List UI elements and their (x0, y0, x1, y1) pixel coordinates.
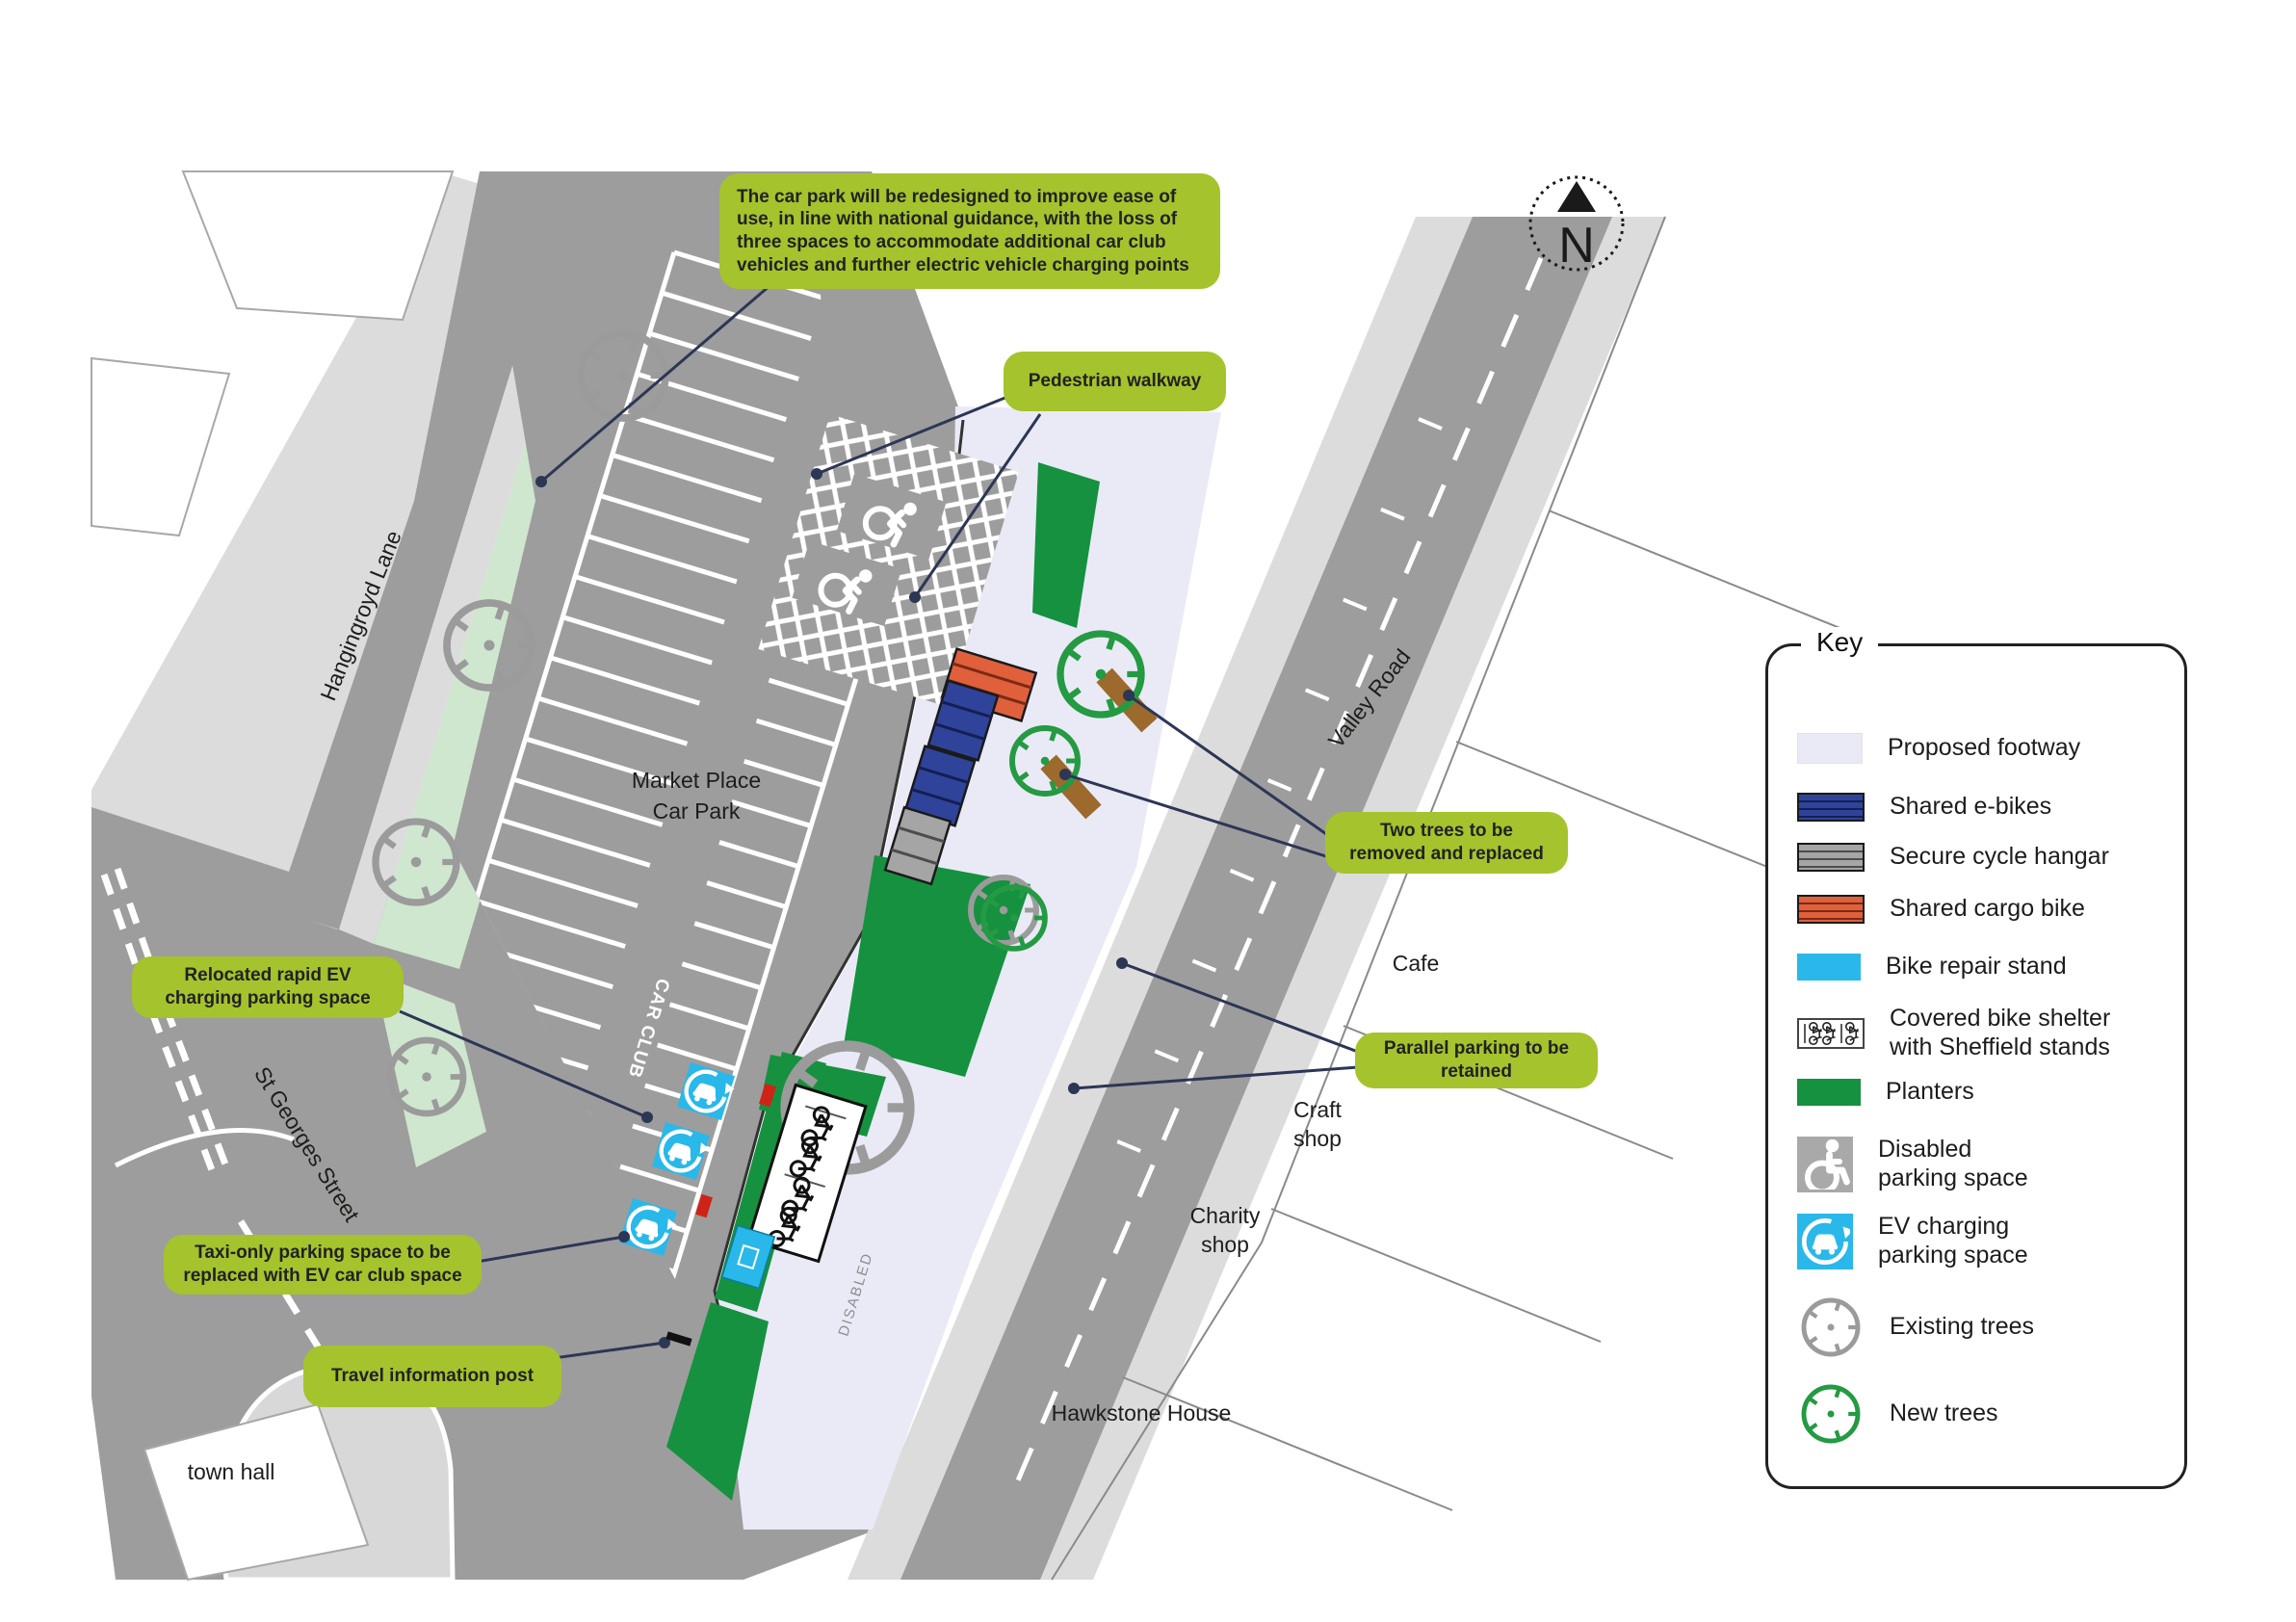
new-tree-icon (1797, 1380, 1865, 1448)
callout-travel-info: Travel information post (303, 1346, 561, 1407)
label-craft-shop-2: shop (1293, 1126, 1342, 1151)
grass-verge-south (374, 973, 486, 1167)
north-arrow-icon (1557, 181, 1596, 212)
bike-shelter-icon (1797, 1017, 1865, 1049)
existing-tree-icon (1797, 1294, 1865, 1361)
key-item-covered-bike-shelter: Covered bike shelter with Sheffield stan… (1797, 1005, 2146, 1061)
key-title: Key (1801, 627, 1879, 658)
callout-redesign: The car park will be redesigned to impro… (719, 173, 1220, 289)
disabled-parking-area (758, 414, 1020, 707)
key-item-secure-cycle-hangar: Secure cycle hangar (1797, 843, 2109, 872)
key-item-new-trees: New trees (1797, 1380, 1998, 1448)
callout-pedestrian-walkway: Pedestrian walkway (1004, 352, 1226, 411)
bike-repair-stand-unit (720, 1224, 776, 1290)
ebike-swatch-icon (1797, 793, 1865, 822)
callout-relocated-ev: Relocated rapid EV charging parking spac… (132, 956, 404, 1018)
key-item-existing-trees: Existing trees (1797, 1294, 2034, 1361)
key-item-shared-cargo-bike: Shared cargo bike (1797, 895, 2085, 924)
shared-ebike-unit (926, 679, 1000, 762)
label-craft-shop-1: Craft (1293, 1097, 1342, 1122)
label-market-place-1: Market Place (632, 768, 761, 793)
label-charity-shop-1: Charity (1190, 1203, 1261, 1228)
north-arrow: N (1528, 175, 1625, 274)
north-arrow-label: N (1558, 218, 1595, 274)
leader-dots (535, 468, 1135, 1348)
callout-taxi-only: Taxi-only parking space to be replaced w… (164, 1235, 482, 1295)
hangingroyd-lane-road (91, 171, 589, 949)
key-panel: Key Proposed footway Shared e-bikes Secu… (1765, 627, 2187, 1489)
key-item-disabled-parking: Disabled parking space (1797, 1136, 2051, 1192)
callout-two-trees: Two trees to be removed and replaced (1325, 812, 1568, 874)
planters-swatch-icon (1797, 1078, 1861, 1106)
charging-point (695, 1083, 776, 1218)
key-item-shared-e-bikes: Shared e-bikes (1797, 793, 2051, 822)
label-hawkstone-house: Hawkstone House (1052, 1400, 1232, 1426)
disabled-parking-icon (1797, 1136, 1853, 1192)
key-item-bike-repair-stand: Bike repair stand (1797, 953, 2067, 981)
callout-parallel-parking: Parallel parking to be retained (1355, 1033, 1598, 1088)
cargo-swatch-icon (1797, 895, 1865, 924)
ev-charging-icon (1797, 1213, 1853, 1269)
hangar-swatch-icon (1797, 843, 1865, 872)
secure-cycle-hangar-unit (883, 805, 952, 886)
repair-swatch-icon (1797, 953, 1861, 981)
valley-road (848, 217, 1666, 1580)
label-charity-shop-2: shop (1201, 1232, 1249, 1257)
label-cafe: Cafe (1393, 951, 1440, 976)
label-market-place-2: Car Park (653, 798, 741, 824)
footway-swatch-icon (1797, 733, 1863, 764)
covered-bike-shelter-unit (746, 1083, 868, 1264)
ev-charging-space (619, 1062, 738, 1256)
travel-post-marker (665, 1331, 692, 1347)
key-item-ev-charging: EV charging parking space (1797, 1213, 2051, 1269)
key-item-planters: Planters (1797, 1078, 1974, 1107)
label-town-hall: town hall (188, 1459, 275, 1484)
buildings (91, 170, 1879, 1583)
key-item-proposed-footway: Proposed footway (1797, 733, 2080, 764)
